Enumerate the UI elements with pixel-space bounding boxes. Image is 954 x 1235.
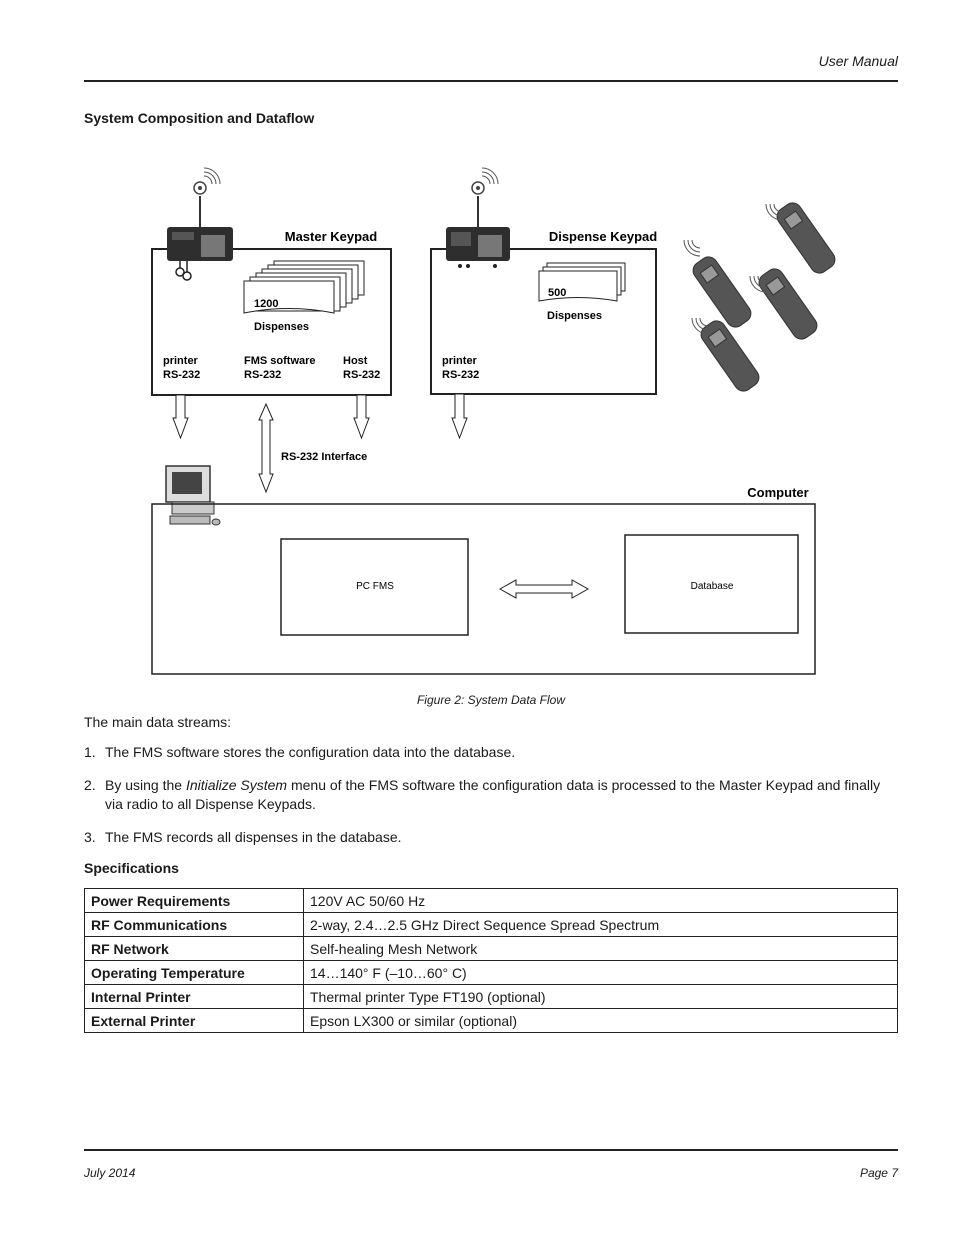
master-dispense-count: 1200 — [254, 298, 278, 310]
master-keypad-icon — [167, 167, 233, 281]
dispense-port-printer-iface: RS-232 — [442, 369, 479, 381]
dispense-keypad-icon — [446, 167, 510, 268]
database-label: Database — [691, 581, 734, 592]
intro-paragraph: The main data streams: — [84, 714, 232, 730]
spec-value: Epson LX300 or similar (optional) — [303, 1008, 898, 1033]
step-text: By using the Initialize System menu of t… — [105, 776, 884, 814]
step-number: 3. — [84, 829, 96, 845]
master-port-fms-name: FMS software — [244, 355, 316, 367]
dispense-count-label: Dispenses — [547, 310, 602, 322]
step-text-emphasis: Initialize System — [185, 777, 288, 793]
pc-fms-box — [280, 538, 469, 636]
master-dispense-label: Dispenses — [254, 321, 309, 333]
step-text-part: The FMS software stores the configuratio… — [105, 744, 516, 760]
step-number: 2. — [84, 777, 96, 793]
step-text: The FMS software stores the configuratio… — [105, 743, 884, 762]
computer-title: Computer — [747, 485, 808, 500]
step-text: The FMS records all dispenses in the dat… — [105, 828, 884, 847]
footer-rule — [84, 1149, 898, 1151]
step-text-part: The FMS records all dispenses in the dat… — [105, 829, 402, 845]
spec-key: Power Requirements — [84, 888, 304, 913]
step-text-part: menu of the FMS software the configurati… — [105, 777, 881, 812]
spec-value: Self-healing Mesh Network — [303, 936, 898, 961]
spec-key: Internal Printer — [84, 984, 304, 1009]
document-header-title: User Manual — [818, 53, 898, 69]
master-dispense-stack — [243, 260, 365, 314]
computer-icon — [165, 465, 221, 526]
arrow-dispense-printer — [451, 393, 468, 440]
computer-box — [151, 503, 816, 675]
step-item: 1. The FMS software stores the configurat… — [84, 743, 884, 762]
arrow-rs232-interface — [258, 402, 274, 494]
spec-key: Operating Temperature — [84, 960, 304, 985]
dispense-keypad-title: Dispense Keypad — [549, 229, 657, 244]
master-keypad-title: Master Keypad — [285, 229, 378, 244]
arrow-master-host — [353, 394, 370, 440]
database-box — [624, 534, 799, 634]
rs232-interface-label: RS-232 Interface — [281, 451, 367, 463]
system-dataflow-diagram: Master Keypad 1200 Dispenses printer RS-… — [151, 167, 836, 675]
dispense-keypad-box — [430, 248, 657, 395]
step-text-part: By using the — [105, 777, 186, 793]
spec-key: RF Communications — [84, 912, 304, 937]
dispense-port-printer-name: printer — [442, 355, 478, 367]
master-port-fms-iface: RS-232 — [244, 369, 281, 381]
master-port-host-iface: RS-232 — [343, 369, 380, 381]
arrow-pcfms-database — [498, 579, 590, 599]
spec-key: External Printer — [84, 1008, 304, 1033]
figure-caption: Figure 2: System Data Flow — [416, 693, 566, 707]
master-port-printer-iface: RS-232 — [163, 369, 200, 381]
step-item: 3. The FMS records all dispenses in the d… — [84, 828, 884, 847]
spec-key: RF Network — [84, 936, 304, 961]
pc-fms-label: PC FMS — [356, 581, 394, 592]
spec-value: 14…140° F (–10…60° C) — [303, 960, 898, 985]
spec-value: Thermal printer Type FT190 (optional) — [303, 984, 898, 1009]
dispense-paper-stack — [538, 262, 626, 302]
specifications-title: Specifications — [84, 860, 179, 876]
header-rule — [84, 80, 898, 82]
footer-page-number: Page 7 — [859, 1166, 898, 1180]
spec-value: 2-way, 2.4…2.5 GHz Direct Sequence Sprea… — [303, 912, 898, 937]
master-port-printer-name: printer — [163, 355, 199, 367]
arrow-master-printer — [172, 394, 189, 440]
handheld-devices — [692, 202, 836, 392]
step-item: 2. By using the Initialize System menu of… — [84, 776, 884, 814]
spec-value: 120V AC 50/60 Hz — [303, 888, 898, 913]
footer-date: July 2014 — [84, 1166, 136, 1180]
data-flow-arrows — [172, 393, 590, 599]
section-title: System Composition and Dataflow — [84, 110, 315, 126]
master-keypad-box — [151, 248, 392, 396]
dispense-count: 500 — [548, 287, 566, 299]
step-number: 1. — [84, 744, 96, 760]
master-port-host-name: Host — [343, 355, 368, 367]
